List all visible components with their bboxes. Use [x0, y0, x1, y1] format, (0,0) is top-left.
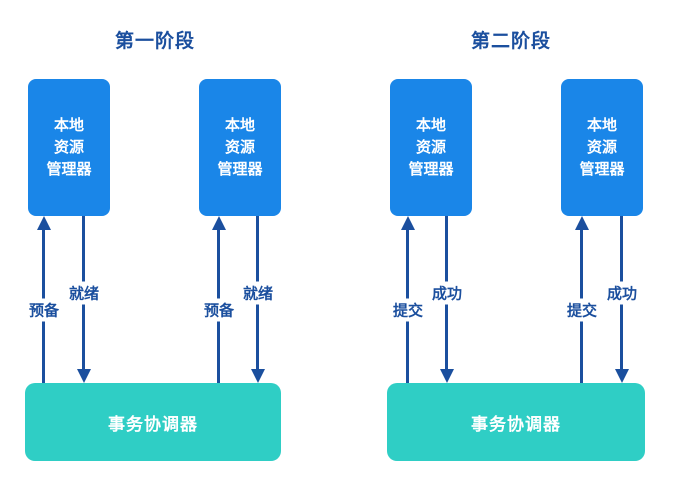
- response-label: 就绪: [240, 281, 276, 305]
- phase-2-title: 第二阶段: [470, 31, 551, 52]
- resource-manager-label-line: 管理器: [579, 160, 625, 178]
- request-label: 提交: [390, 298, 426, 322]
- coordinator-box-2: 事务协调器: [387, 383, 645, 461]
- resource-manager-label-line: 管理器: [217, 160, 263, 178]
- resource-manager-label-line: 资源: [53, 138, 84, 156]
- down-arrowhead-icon: [251, 369, 265, 383]
- down-arrowhead-icon: [440, 369, 454, 383]
- response-label: 就绪: [66, 281, 102, 305]
- resource-manager-label-line: 本地: [586, 116, 617, 134]
- resource-manager-label-line: 资源: [586, 138, 617, 156]
- resource-manager-label-line: 管理器: [408, 160, 454, 178]
- resource-manager-label-line: 资源: [415, 138, 446, 156]
- resource-manager-box-3: 本地 资源 管理器: [390, 79, 472, 216]
- down-arrowhead-icon: [77, 369, 91, 383]
- up-arrowhead-icon: [401, 216, 415, 230]
- response-label: 成功: [429, 281, 465, 305]
- resource-manager-label-line: 本地: [53, 116, 84, 134]
- up-arrowhead-icon: [37, 216, 51, 230]
- resource-manager-box-4: 本地 资源 管理器: [561, 79, 643, 216]
- resource-manager-box-2: 本地 资源 管理器: [199, 79, 281, 216]
- response-label: 成功: [604, 281, 640, 305]
- request-label: 预备: [201, 298, 237, 322]
- resource-manager-label-line: 本地: [224, 116, 255, 134]
- up-arrowhead-icon: [575, 216, 589, 230]
- resource-manager-label-line: 本地: [415, 116, 446, 134]
- request-label: 预备: [26, 298, 62, 322]
- resource-manager-box-1: 本地 资源 管理器: [28, 79, 110, 216]
- down-arrowhead-icon: [615, 369, 629, 383]
- resource-manager-label-line: 资源: [224, 138, 255, 156]
- phase-1-title: 第一阶段: [114, 31, 195, 52]
- up-arrowhead-icon: [212, 216, 226, 230]
- request-label: 提交: [564, 298, 600, 322]
- resource-manager-label-line: 管理器: [46, 160, 92, 178]
- coordinator-box-1: 事务协调器: [25, 383, 281, 461]
